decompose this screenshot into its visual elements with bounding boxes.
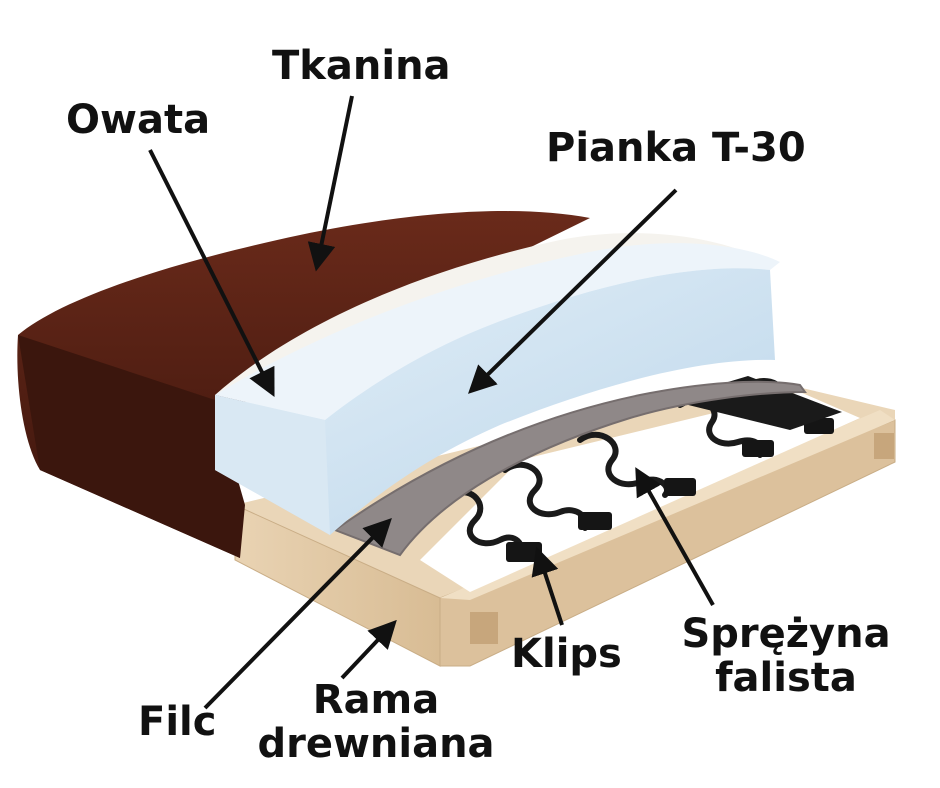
leather-side-face <box>18 335 245 558</box>
label-rama-line2: drewniana <box>257 721 495 767</box>
arrow-klips <box>531 546 564 626</box>
label-sprezyna-falista: Sprężyna falista <box>676 612 896 700</box>
label-rama-drewniana: Rama drewniana <box>246 678 506 766</box>
label-filc: Filc <box>138 699 217 745</box>
callout-arrows <box>148 95 715 710</box>
label-sprezyna-line1: Sprężyna <box>681 611 891 657</box>
foam-block <box>215 243 780 535</box>
label-pianka: Pianka T-30 <box>546 125 806 171</box>
label-sprezyna-line2: falista <box>715 655 857 701</box>
label-rama-line1: Rama <box>312 677 440 723</box>
label-klips: Klips <box>511 631 622 677</box>
arrow-rama <box>340 619 397 680</box>
arrow-sprezyna <box>635 467 715 606</box>
arrow-tkanina <box>307 95 354 272</box>
arrow-filc <box>203 518 392 710</box>
arrow-pianka <box>468 188 678 394</box>
label-tkanina: Tkanina <box>272 43 451 89</box>
label-owata: Owata <box>66 97 211 143</box>
arrow-owata <box>148 149 275 398</box>
